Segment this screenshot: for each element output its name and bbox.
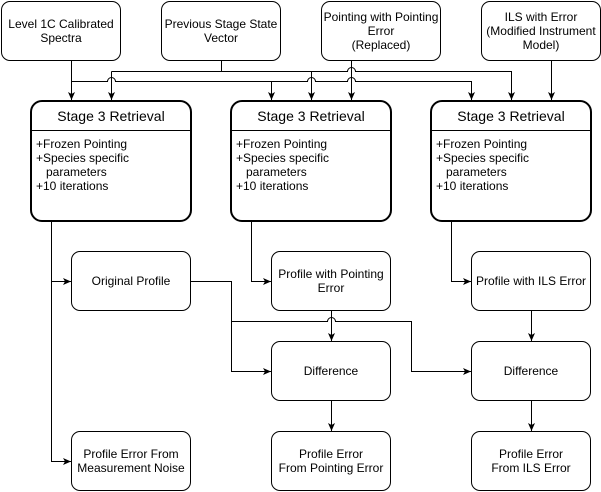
input-ils-error: ILS with Error (Modified Instrument Mode…	[481, 1, 601, 61]
node-label-line: Level 1C Calibrated	[8, 17, 114, 31]
retrieval-box-2: Stage 3 Retrieval +Frozen Pointing +Spec…	[230, 100, 392, 222]
retrieval-title: Stage 3 Retrieval	[432, 102, 590, 131]
arrow-previous-state-bus-to-retrieval-3	[111, 67, 515, 100]
retrieval-box-1: Stage 3 Retrieval +Frozen Pointing +Spec…	[30, 100, 192, 222]
retrieval-setting: +Frozen Pointing	[36, 137, 128, 151]
node-label-line: Error	[317, 281, 345, 295]
retrieval-title: Stage 3 Retrieval	[232, 102, 390, 131]
input-pointing-error: Pointing with Pointing Error (Replaced)	[321, 1, 441, 61]
arrow-retrieval-3-to-ils-profile	[451, 222, 471, 285]
pointing-profile-box: Profile with Pointing Error	[271, 251, 391, 311]
measurement-noise-error-box: Profile Error From Measurement Noise	[71, 431, 191, 491]
difference-box-2: Difference	[471, 341, 591, 401]
arrow-original-profile-to-difference-2	[231, 317, 471, 375]
node-label-line: Difference	[503, 364, 559, 378]
node-label-line: (Replaced)	[351, 38, 411, 52]
node-label-line: Measurement Noise	[77, 461, 185, 475]
node-label-line: Vector	[203, 31, 239, 45]
ils-error-result-box: Profile Error From ILS Error	[471, 431, 591, 491]
arrow-original-profile-to-difference-1	[191, 281, 271, 375]
node-label-line: (Modified Instrument	[486, 24, 596, 38]
node-label-line: From Pointing Error	[278, 461, 384, 475]
retrieval-setting: +Species specific	[36, 151, 130, 165]
retrieval-setting: +10 iterations	[36, 179, 109, 193]
node-label-line: Profile with Pointing	[278, 267, 384, 281]
arrow-retrieval-1-to-measurement-noise-error	[51, 222, 71, 465]
node-label-line: From ILS Error	[491, 461, 571, 475]
retrieval-setting: parameters	[246, 165, 307, 179]
original-profile-box: Original Profile	[71, 251, 191, 311]
retrieval-box-3: Stage 3 Retrieval +Frozen Pointing +Spec…	[430, 100, 592, 222]
node-label-line: Profile with ILS Error	[475, 274, 587, 288]
pointing-error-result-box: Profile Error From Pointing Error	[271, 431, 391, 491]
retrieval-setting: +Frozen Pointing	[436, 137, 528, 151]
retrieval-setting: +Species specific	[436, 151, 530, 165]
node-label-line: Profile Error	[298, 447, 363, 461]
retrieval-setting: +10 iterations	[236, 179, 309, 193]
node-label-line: Profile Error	[498, 447, 563, 461]
ils-profile-box: Profile with ILS Error	[471, 251, 591, 311]
node-label-line: Error	[367, 24, 395, 38]
retrieval-title: Stage 3 Retrieval	[32, 102, 190, 131]
node-label-line: Original Profile	[91, 274, 171, 288]
difference-box-1: Difference	[271, 341, 391, 401]
retrieval-settings: +Frozen Pointing +Species specific param…	[432, 131, 590, 193]
retrieval-setting: parameters	[446, 165, 507, 179]
node-label-line: Profile Error From	[83, 447, 179, 461]
retrieval-settings: +Frozen Pointing +Species specific param…	[232, 131, 390, 193]
node-label-line: Model)	[522, 38, 560, 52]
retrieval-setting: parameters	[46, 165, 107, 179]
arrow-retrieval-2-to-pointing-profile	[251, 222, 271, 285]
input-level1c-spectra: Level 1C Calibrated Spectra	[1, 1, 121, 61]
node-label-line: Difference	[303, 364, 359, 378]
retrieval-settings: +Frozen Pointing +Species specific param…	[32, 131, 190, 193]
input-previous-state-vector: Previous Stage State Vector	[161, 1, 281, 61]
retrieval-setting: +Species specific	[236, 151, 330, 165]
node-label-line: Previous Stage State	[164, 17, 278, 31]
node-label-line: ILS with Error	[504, 10, 578, 24]
node-label-line: Pointing with Pointing	[323, 10, 439, 24]
retrieval-setting: +10 iterations	[436, 179, 509, 193]
node-label-line: Spectra	[40, 31, 82, 45]
retrieval-setting: +Frozen Pointing	[236, 137, 328, 151]
